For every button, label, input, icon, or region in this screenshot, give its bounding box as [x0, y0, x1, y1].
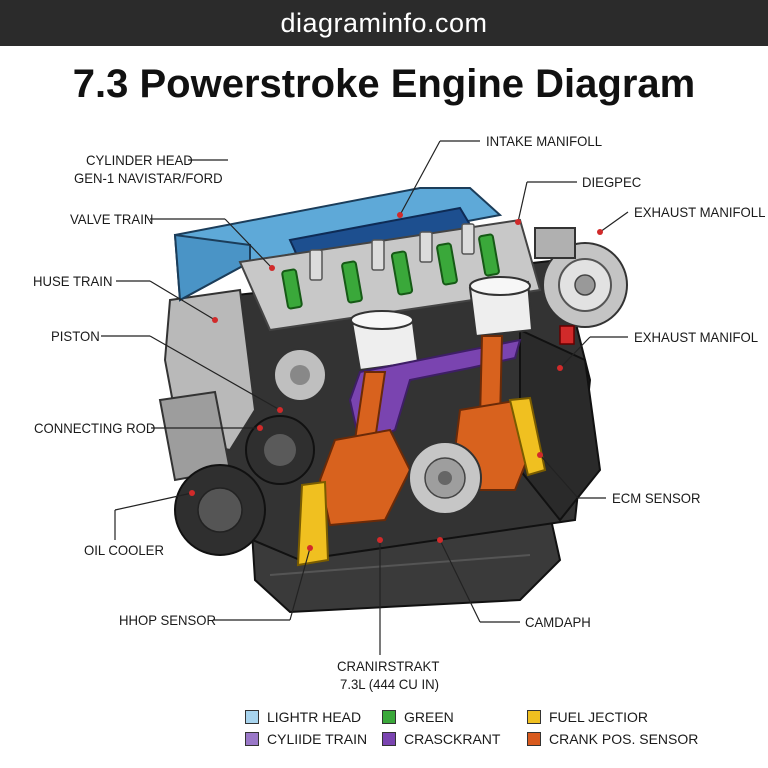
legend-item-green: GREEN [382, 709, 454, 725]
site-header-bar: diagraminfo.com [0, 0, 768, 46]
legend-label: CYLIIDE TRAIN [267, 731, 368, 747]
label-valve-train: VALVE TRAIN [70, 211, 154, 227]
label-huse-train: HUSE TRAIN [33, 273, 113, 289]
legend-label: FUEL JECTIOR [549, 709, 649, 725]
legend-item-crank-pos-sensor: CRANK POS. SENSOR [527, 731, 698, 747]
label-hhop-sensor: HHOP SENSOR [119, 612, 217, 628]
turbocharger [534, 227, 628, 328]
diagram-title: 7.3 Powerstroke Engine Diagram [72, 62, 696, 106]
legend-item-lightr-head: LIGHTR HEAD [245, 709, 361, 725]
front-pulleys [174, 348, 327, 556]
exhaust-sensor [559, 325, 575, 345]
legend-swatch [527, 710, 541, 724]
leader-lines [101, 140, 629, 655]
label-camdaph: CAMDAPH [525, 614, 591, 630]
label-intake-manifold: INTAKE MANIFOLL [486, 133, 603, 149]
legend-label: LIGHTR HEAD [267, 709, 362, 725]
crank-pulley [408, 441, 482, 515]
legend-swatch [527, 732, 541, 746]
label-exhaust-manifold-top: EXHAUST MANIFOLL [634, 204, 766, 220]
label-piston: PISTON [51, 328, 100, 344]
label-connecting-rod: CONNECTING ROD [34, 420, 156, 436]
legend-item-fuel-jectior: FUEL JECTIOR [527, 709, 648, 725]
site-name[interactable]: diagraminfo.com [280, 7, 488, 38]
label-cylinder-head: CYLINDER HEAD [86, 152, 193, 168]
legend-item-crasckrant: CRASCKRANT [382, 731, 500, 747]
legend-label: CRANK POS. SENSOR [549, 731, 699, 747]
label-crankshaft: CRANIRSTRAKT [337, 658, 440, 674]
valve-train-rockers [281, 233, 500, 310]
label-diegpec: DIEGPEC [582, 174, 642, 190]
legend-swatch [382, 710, 396, 724]
pistons [350, 276, 534, 372]
legend-swatch [245, 710, 259, 724]
label-cylinder-head-sub: GEN-1 NAVISTAR/FORD [74, 170, 223, 186]
legend-label: CRASCKRANT [404, 731, 501, 747]
legend-swatch [245, 732, 259, 746]
legend-label: GREEN [404, 709, 454, 725]
label-crankshaft-sub: 7.3L (444 CU IN) [340, 676, 439, 692]
legend-swatch [382, 732, 396, 746]
label-oil-cooler: OIL COOLER [84, 542, 164, 558]
fuel-injectors [296, 396, 547, 567]
label-exhaust-manifold-mid: EXHAUST MANIFOL [634, 329, 759, 345]
label-ecm-sensor: ECM SENSOR [612, 490, 701, 506]
legend-item-cyliide-train: CYLIIDE TRAIN [245, 731, 367, 747]
